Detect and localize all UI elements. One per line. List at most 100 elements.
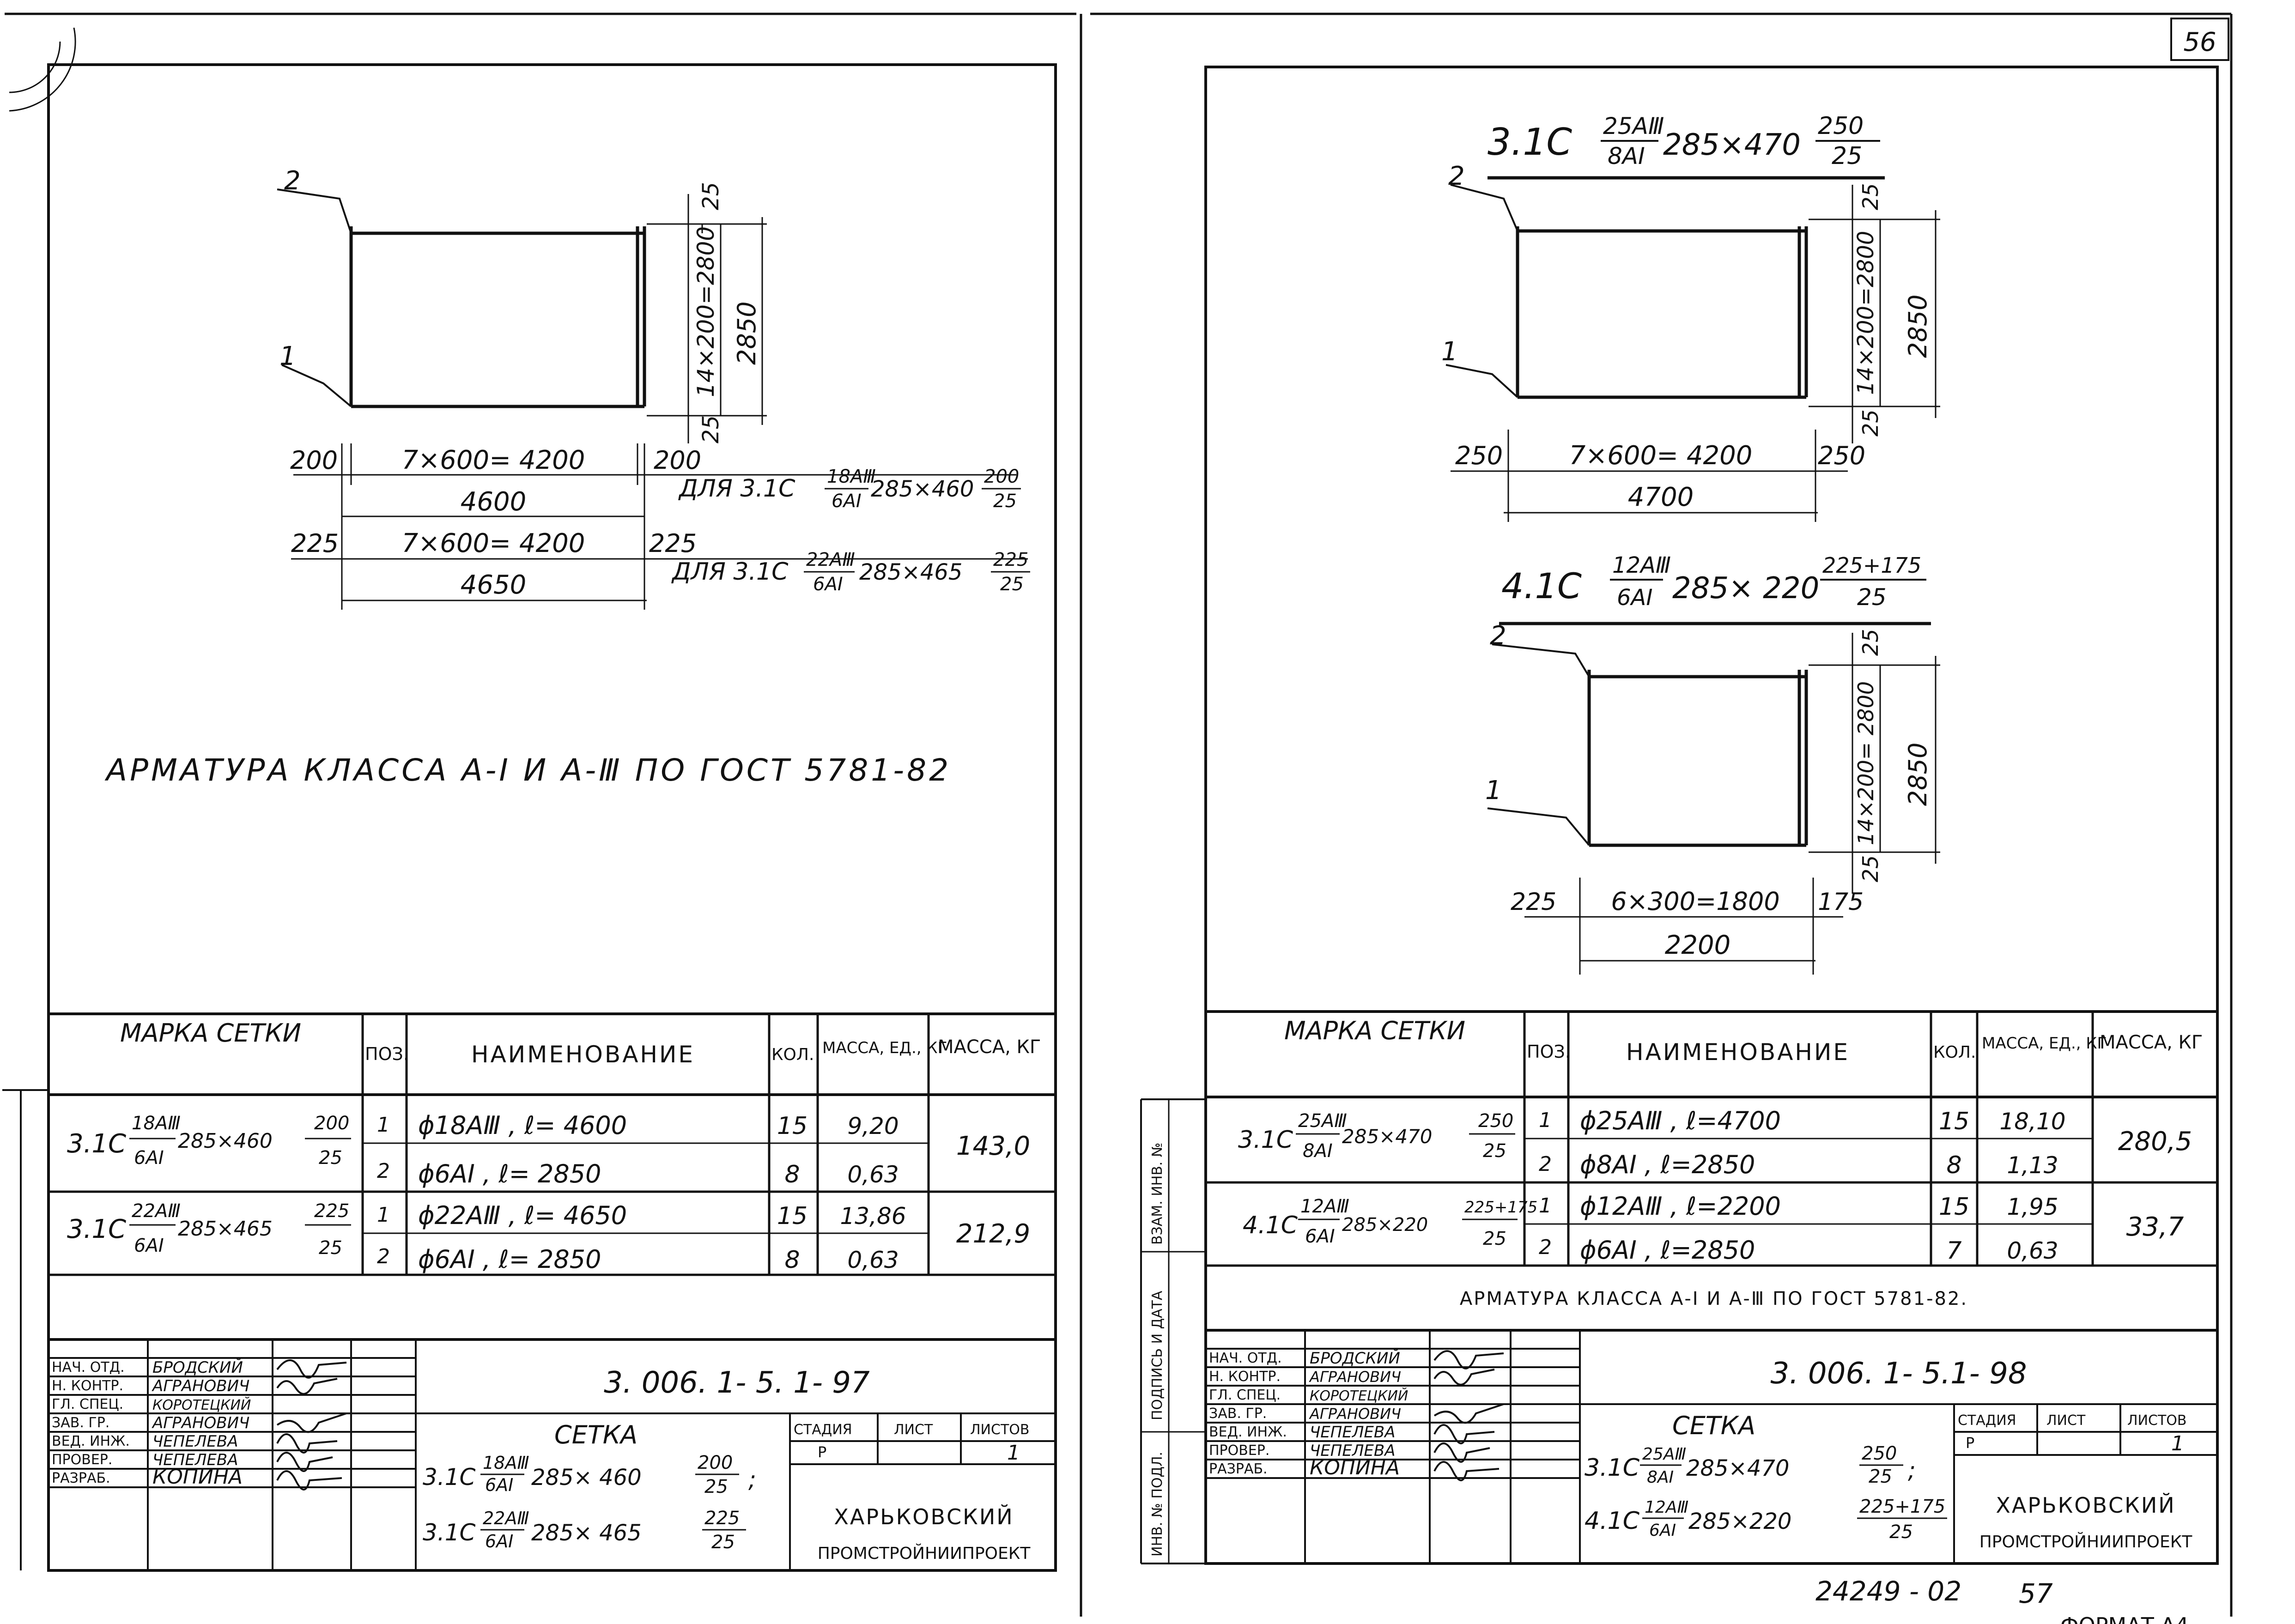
left-g2-r2-pos: 2 <box>377 1245 390 1268</box>
svg-text:АГРАНОВИЧ: АГРАНОВИЧ <box>152 1414 249 1432</box>
left-callout-2: ДЛЯ 3.1С 22АⅢ 6АI 285×465 225 25 <box>671 549 1030 595</box>
right-mesh2-drawing <box>1487 633 1940 975</box>
left-g2-r2-unit: 0,63 <box>847 1247 899 1273</box>
right-tb-stage-label: СТАДИЯ <box>1958 1412 2016 1429</box>
svg-text:ВЕД. ИНЖ.: ВЕД. ИНЖ. <box>52 1433 130 1449</box>
right-m1-pos2: 2 <box>1448 161 1465 191</box>
left-doc-code: 3. 006. 1- 5. 1- 97 <box>604 1366 870 1400</box>
left-g1-r1-qty: 15 <box>777 1112 808 1140</box>
svg-text:285× 220: 285× 220 <box>1672 571 1819 606</box>
svg-text:КОПИНА: КОПИНА <box>152 1465 243 1489</box>
right-m2-pos1: 1 <box>1485 776 1502 806</box>
right-g1-r1-qty: 15 <box>1939 1108 1969 1135</box>
svg-text:ДЛЯ 3.1С: ДЛЯ 3.1С <box>671 558 789 586</box>
right-g2-r2-unit: 0,63 <box>2007 1237 2058 1264</box>
left-g1-r2-pos: 2 <box>377 1159 390 1183</box>
right-m1-total: 4700 <box>1628 482 1694 512</box>
svg-text:АГРАНОВИЧ: АГРАНОВИЧ <box>1309 1368 1401 1386</box>
svg-text:25: 25 <box>704 1476 728 1497</box>
svg-text:Н. КОНТР.: Н. КОНТР. <box>52 1378 123 1394</box>
left-tb-mark1: 3.1С 18АⅢ 6АI 285× 460 200 25 ; <box>423 1452 756 1497</box>
right-tb-sheet-label: ЛИСТ <box>2046 1412 2086 1429</box>
svg-text:БРОДСКИЙ: БРОДСКИЙ <box>1310 1349 1400 1368</box>
album-code: 24249 - 02 <box>1815 1576 1961 1607</box>
right-g1-r1-name: ϕ25АⅢ , ℓ=4700 <box>1580 1106 1781 1135</box>
svg-text:6АI: 6АI <box>134 1147 164 1169</box>
svg-text:285× 460: 285× 460 <box>531 1465 642 1491</box>
svg-text:225+175: 225+175 <box>1859 1496 1945 1517</box>
svg-text:285×465: 285×465 <box>178 1217 273 1241</box>
right-g1-r2-name: ϕ8АI , ℓ=2850 <box>1580 1150 1755 1179</box>
svg-text:ГЛ. СПЕЦ.: ГЛ. СПЕЦ. <box>52 1396 123 1412</box>
svg-text:25: 25 <box>319 1237 342 1259</box>
svg-text:285×220: 285×220 <box>1688 1509 1791 1534</box>
svg-text:25АⅢ: 25АⅢ <box>1603 113 1664 139</box>
left-dim-right2: 225 <box>649 529 697 558</box>
svg-text:200: 200 <box>984 466 1019 487</box>
svg-text:285×465: 285×465 <box>859 559 962 585</box>
right-m2-vtotal: 2850 <box>1903 743 1932 806</box>
page-number-box <box>2170 18 2229 61</box>
svg-text:РАЗРАБ.: РАЗРАБ. <box>1209 1461 1268 1477</box>
right-g2-r1-pos: 1 <box>1539 1194 1552 1218</box>
svg-text:ЗАВ. ГР.: ЗАВ. ГР. <box>1209 1406 1267 1422</box>
svg-text:ПРОВЕР.: ПРОВЕР. <box>1209 1442 1269 1459</box>
svg-text:22АⅢ: 22АⅢ <box>806 549 855 570</box>
svg-text:ЧЕПЕЛЕВА: ЧЕПЕЛЕВА <box>152 1432 238 1451</box>
svg-text:25: 25 <box>1483 1228 1506 1249</box>
left-dim-left1: 200 <box>290 446 338 475</box>
svg-text:25АⅢ: 25АⅢ <box>1298 1110 1347 1132</box>
svg-text:25: 25 <box>1832 142 1862 170</box>
right-g2-r1-name: ϕ12АⅢ , ℓ=2200 <box>1580 1192 1781 1221</box>
left-title-block-grid <box>49 1339 1056 1570</box>
left-signatures <box>276 1359 347 1491</box>
right-m2-span: 6×300=1800 <box>1611 887 1779 916</box>
left-g1-r1-pos: 1 <box>377 1113 390 1137</box>
right-group-2-mark: 4.1С 12АⅢ 6АI 285×220 225+175 25 <box>1243 1196 1537 1249</box>
svg-text:6АI: 6АI <box>1305 1226 1335 1247</box>
right-note: АРМАТУРА КЛАССА А-I И А-Ⅲ ПО ГОСТ 5781-8… <box>1460 1288 1968 1309</box>
svg-text:АГРАНОВИЧ: АГРАНОВИЧ <box>152 1377 249 1395</box>
svg-text:4.1С: 4.1С <box>1243 1212 1298 1239</box>
svg-text:250: 250 <box>1818 112 1864 140</box>
svg-text:3.1С: 3.1С <box>423 1464 476 1491</box>
left-tb-mark2: 3.1С 22АⅢ 6АI 285× 465 225 25 <box>423 1508 746 1553</box>
left-g1-r2-qty: 8 <box>784 1161 800 1188</box>
left-dim-lines <box>291 443 1028 610</box>
left-g1-r2-name: ϕ6АI , ℓ= 2850 <box>418 1159 601 1188</box>
left-th-pos: ПОЗ. <box>365 1044 409 1064</box>
svg-text:3.1С: 3.1С <box>67 1129 126 1159</box>
svg-text:12АⅢ: 12АⅢ <box>1612 552 1671 578</box>
left-org2: ПРОМСТРОЙНИИПРОЕКТ <box>818 1544 1031 1563</box>
left-note: АРМАТУРА КЛАССА А-I И А-Ⅲ ПО ГОСТ 5781-8… <box>104 752 951 788</box>
left-g2-r1-pos: 1 <box>377 1203 390 1227</box>
right-g1-r2-qty: 8 <box>1946 1151 1961 1179</box>
svg-text:25: 25 <box>319 1147 342 1169</box>
left-tb-sheets: 1 <box>1007 1441 1020 1465</box>
svg-text:6АI: 6АI <box>134 1235 164 1256</box>
left-th-qty: КОЛ. <box>771 1045 814 1064</box>
left-th-mass: МАССА, КГ <box>938 1036 1041 1058</box>
svg-text:6АI: 6АI <box>485 1475 513 1495</box>
svg-text:250: 250 <box>1478 1110 1513 1132</box>
right-tb-mark1: 3.1С 25АⅢ 8АI 285×470 250 25 ; <box>1585 1443 1916 1487</box>
svg-text:6АI: 6АI <box>832 491 862 512</box>
svg-text:200: 200 <box>698 1452 733 1473</box>
left-g1-mass: 143,0 <box>956 1131 1030 1161</box>
right-g1-r1-pos: 1 <box>1539 1109 1552 1132</box>
svg-text:ВЕД. ИНЖ.: ВЕД. ИНЖ. <box>1209 1424 1287 1440</box>
left-group-2-mark: 3.1С 22АⅢ 6АI 285×465 225 25 <box>67 1200 351 1259</box>
svg-text:25: 25 <box>1869 1466 1892 1487</box>
svg-text:225: 225 <box>704 1508 740 1529</box>
right-tb-mark2: 4.1С 12АⅢ 6АI 285×220 225+175 25 <box>1585 1496 1947 1543</box>
svg-text:ЧЕПЕЛЕВА: ЧЕПЕЛЕВА <box>1310 1423 1395 1442</box>
format-label: ФОРМАТ А4 <box>2060 1613 2189 1624</box>
svg-text:12АⅢ: 12АⅢ <box>1645 1498 1688 1517</box>
left-g1-r1-name: ϕ18АⅢ , ℓ= 4600 <box>418 1111 627 1140</box>
left-dim-total1: 4600 <box>461 487 527 517</box>
left-g1-r1-unit: 9,20 <box>847 1113 899 1139</box>
right-org2: ПРОМСТРОЙНИИПРОЕКТ <box>1979 1532 2193 1551</box>
left-g2-r1-qty: 15 <box>777 1202 808 1230</box>
svg-text:200: 200 <box>314 1113 349 1134</box>
right-th-unitmass: МАССА, ЕД., КГ <box>1982 1034 2107 1053</box>
